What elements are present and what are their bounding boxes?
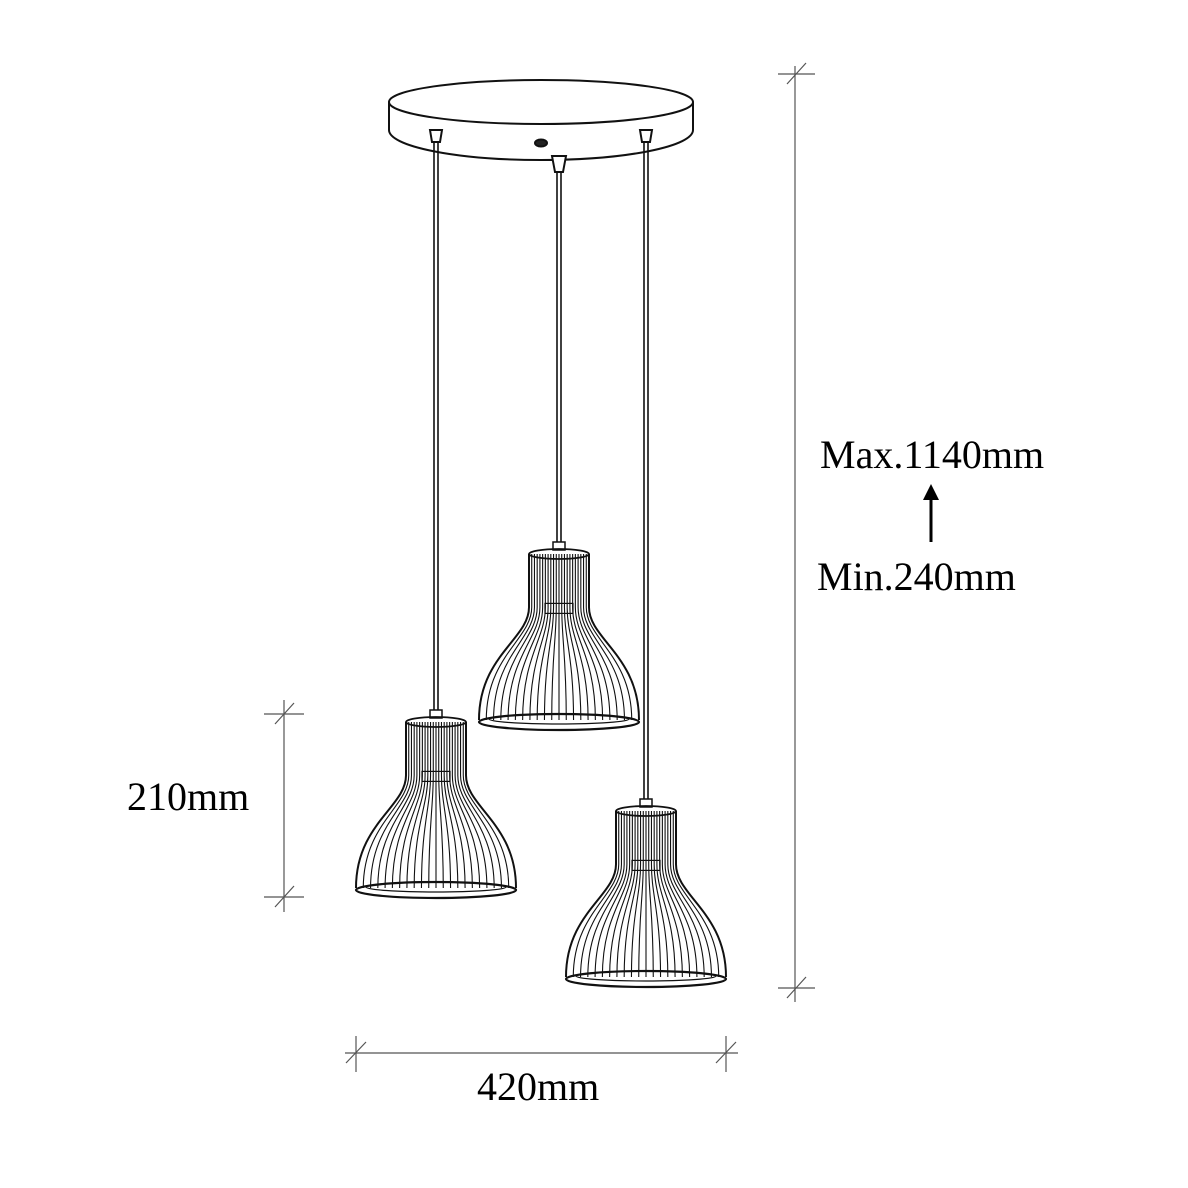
ceiling-canopy	[388, 79, 694, 173]
max-drop-label: Max.1140mm	[820, 432, 1044, 477]
canopy-width-label: 420mm	[477, 1064, 599, 1109]
dimension-lines	[264, 62, 815, 1072]
shade-height-label: 210mm	[127, 774, 249, 819]
min-drop-label: Min.240mm	[817, 554, 1016, 599]
arrow-up-icon	[923, 484, 939, 542]
lamp-shade-center	[477, 541, 641, 732]
pendant-cords	[433, 142, 649, 806]
lamp-shade-left	[354, 709, 518, 900]
lamp-shade-right	[564, 798, 728, 989]
